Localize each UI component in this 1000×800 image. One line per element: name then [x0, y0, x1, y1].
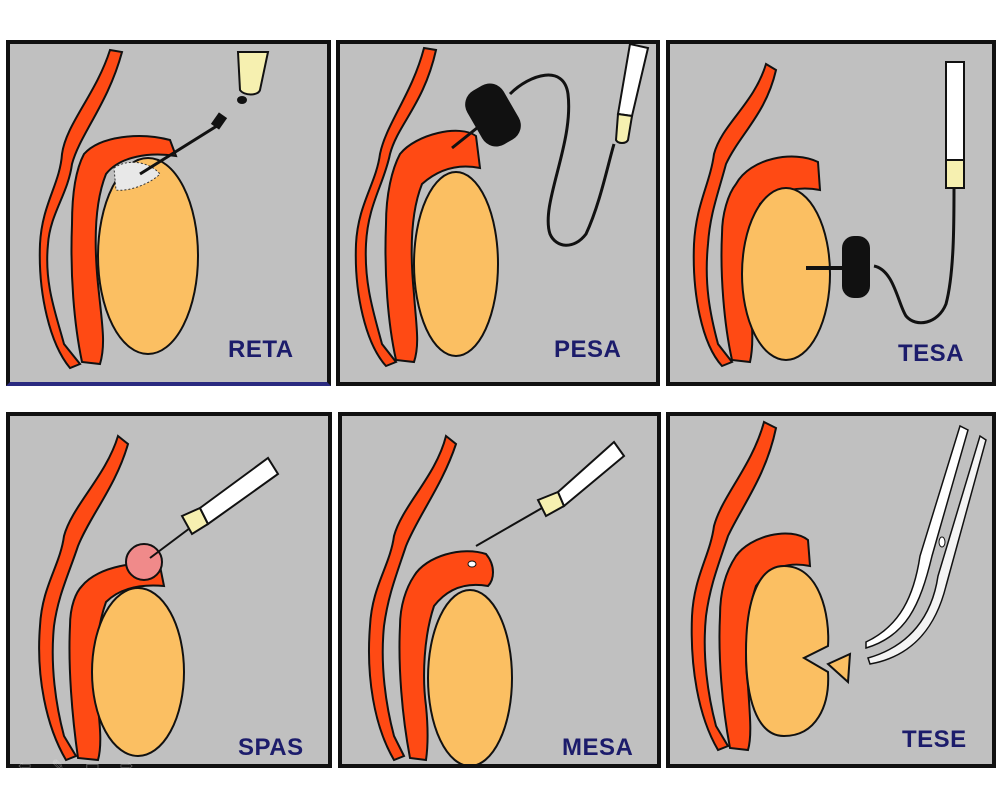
vacuum-bulb [842, 236, 870, 298]
tubing [873, 187, 956, 325]
panel-spas: SPAS [6, 412, 332, 768]
panel-pesa: PESA [336, 40, 660, 386]
testis [427, 589, 513, 764]
vas-deferens [38, 434, 130, 762]
scissors-blade-lower [867, 434, 987, 665]
pesa-illustration [354, 44, 650, 368]
panel-label-spas: SPAS [238, 734, 304, 761]
panel-label-tese: TESE [902, 726, 967, 753]
needle [149, 527, 191, 559]
syringe-tip [945, 159, 965, 189]
vas-deferens [690, 420, 778, 752]
vas-deferens [368, 434, 458, 762]
panel-label-pesa: PESA [554, 336, 622, 363]
epididymis [384, 129, 482, 364]
syringe-tip [614, 112, 634, 144]
scissors-blade-upper [865, 424, 969, 650]
syringe-barrel [616, 44, 650, 118]
puncture-site [467, 560, 477, 568]
vas-deferens [38, 48, 124, 370]
slideshow-nav: ⇦ ✎ ▭ ⇨ [18, 756, 133, 775]
spas-illustration [38, 434, 280, 762]
testis-with-wedge [744, 564, 830, 738]
scissors-pivot [938, 536, 946, 548]
testis [91, 587, 185, 757]
tese-illustration [690, 420, 987, 752]
needle [475, 507, 543, 547]
panel-tesa: TESA [666, 40, 996, 386]
syringe-barrel [945, 61, 965, 163]
arrow-right-icon[interactable]: ⇨ [119, 756, 134, 775]
tesa-illustration [692, 61, 965, 368]
tissue-sample [826, 652, 852, 685]
panel-label-tesa: TESA [898, 340, 965, 367]
syringe-barrel [556, 440, 626, 508]
testis [97, 157, 199, 355]
epididymis [398, 550, 494, 762]
spermatocele [125, 543, 163, 581]
reta-illustration [38, 48, 270, 370]
testis [413, 171, 499, 357]
epididymis [70, 135, 178, 366]
needle [139, 122, 221, 176]
syringe-tip [237, 96, 247, 104]
vas-deferens [354, 46, 438, 368]
syringe-barrel [198, 456, 280, 526]
panel-reta: RETA [6, 40, 331, 386]
syringe-barrel [236, 51, 270, 96]
vas-deferens [692, 62, 778, 368]
slides-icon[interactable]: ▭ [84, 756, 100, 775]
needle-hub [210, 112, 228, 130]
tubing [508, 73, 616, 247]
arrow-left-icon[interactable]: ⇦ [18, 756, 32, 775]
panel-label-reta: RETA [228, 336, 294, 363]
testis [741, 187, 831, 361]
panel-tese: TESE [666, 412, 996, 768]
panel-label-mesa: MESA [562, 734, 634, 761]
panel-mesa: MESA [338, 412, 661, 768]
pen-icon[interactable]: ✎ [51, 756, 65, 775]
mesa-illustration [368, 434, 626, 764]
vacuum-bulb [465, 83, 521, 147]
